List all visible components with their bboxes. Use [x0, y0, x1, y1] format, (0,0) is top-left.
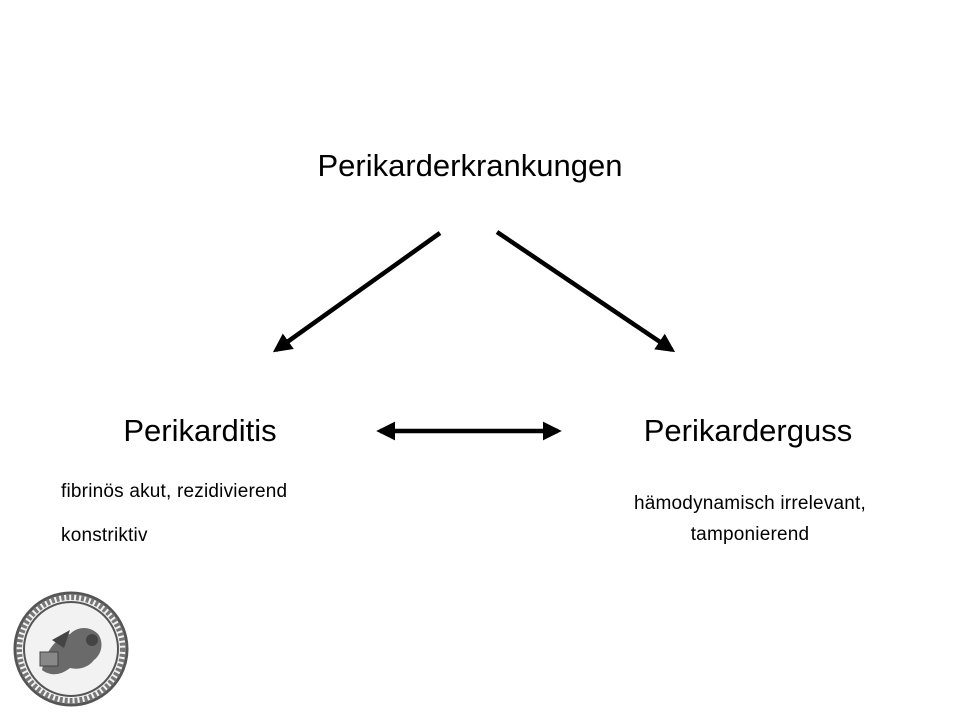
node-perikarderguss: Perikarderguss: [643, 413, 853, 448]
university-seal-icon: [13, 591, 129, 707]
node-perikarditis: Perikarditis: [123, 413, 277, 448]
arrow-to-perikarderguss: [495, 230, 676, 353]
perikarderguss-detail-1: hämodynamisch irrelevant,: [633, 493, 867, 514]
perikarditis-detail-1: fibrinös akut, rezidivierend: [61, 481, 288, 502]
perikarderguss-details: hämodynamisch irrelevant, tamponierend: [590, 488, 910, 550]
perikarderguss-detail-2: tamponierend: [690, 524, 810, 545]
arrow-to-perikarditis: [272, 231, 442, 353]
diagram-title: Perikarderkrankungen: [317, 148, 623, 183]
perikarditis-detail-2: konstriktiv: [61, 525, 148, 546]
